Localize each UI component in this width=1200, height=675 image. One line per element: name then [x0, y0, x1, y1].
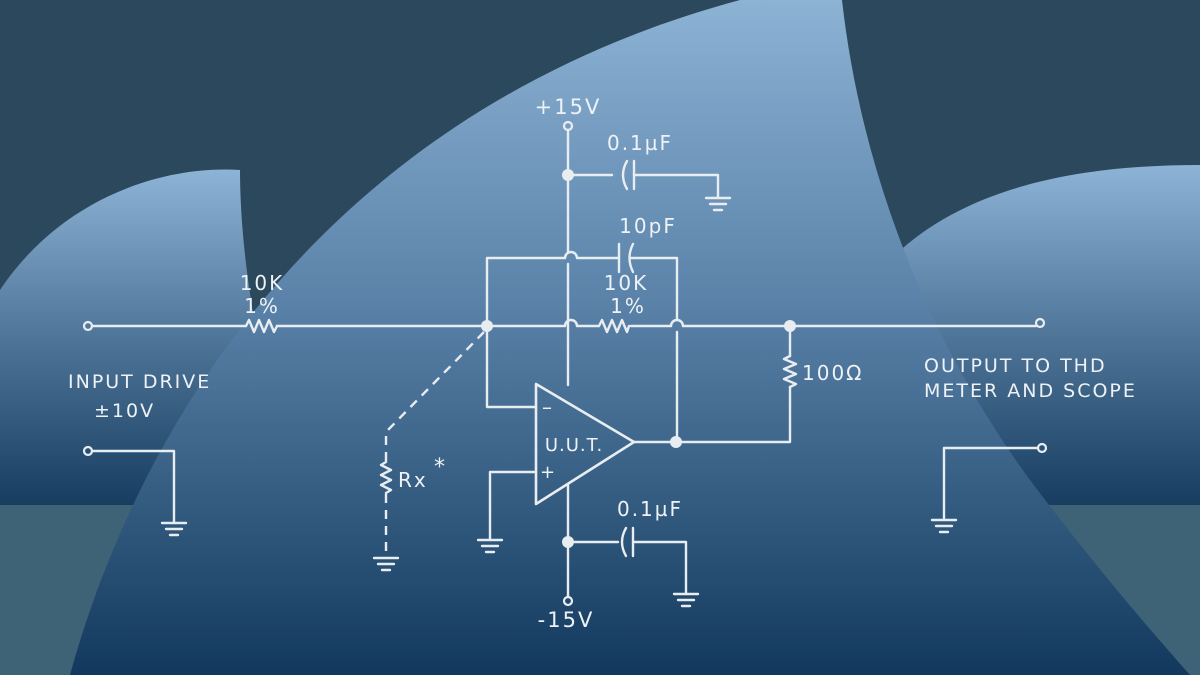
- ground-rx: [372, 556, 400, 572]
- input-label-line1: INPUT DRIVE: [68, 371, 211, 393]
- opamp-plus-label: +: [540, 462, 557, 483]
- ground-input: [160, 521, 188, 537]
- input-resistor: [244, 318, 279, 334]
- input-label-line2: ±10V: [94, 400, 155, 422]
- r-load-label: 100Ω: [802, 361, 863, 385]
- cap-feedback-label: 10pF: [619, 214, 677, 238]
- r-in-tol-label: 1%: [244, 294, 280, 318]
- ground-noninverting: [476, 538, 504, 554]
- supply-pos-label: +15V: [535, 95, 602, 119]
- r-fb-value-label: 10K: [604, 271, 649, 295]
- output-label-line2: METER AND SCOPE: [924, 380, 1137, 402]
- supply-neg-label: -15V: [538, 608, 595, 632]
- r-fb-tol-label: 1%: [610, 294, 646, 318]
- supply-neg-terminal: [562, 595, 574, 607]
- wiring: [82, 120, 1048, 608]
- center-fin-shape: [70, 0, 1190, 675]
- feedback-resistor: [597, 318, 631, 334]
- cap-top-label: 0.1µF: [607, 131, 673, 155]
- output-label-line1: OUTPUT TO THD: [924, 355, 1107, 377]
- ground-top-cap: [704, 196, 732, 212]
- rx-resistor: [379, 460, 393, 495]
- cap-bottom-label: 0.1µF: [617, 497, 683, 521]
- ground-bottom-cap: [672, 592, 700, 608]
- output-terminal-top: [1034, 317, 1046, 329]
- rx-mark-label: *: [434, 455, 447, 480]
- load-resistor: [782, 354, 798, 389]
- rx-label: Rx: [398, 468, 428, 492]
- opamp-label: U.U.T.: [545, 435, 603, 456]
- ground-output: [930, 518, 958, 534]
- opamp-minus-label: –: [542, 395, 554, 419]
- r-in-value-label: 10K: [240, 271, 285, 295]
- opamp-triangle: [534, 382, 636, 506]
